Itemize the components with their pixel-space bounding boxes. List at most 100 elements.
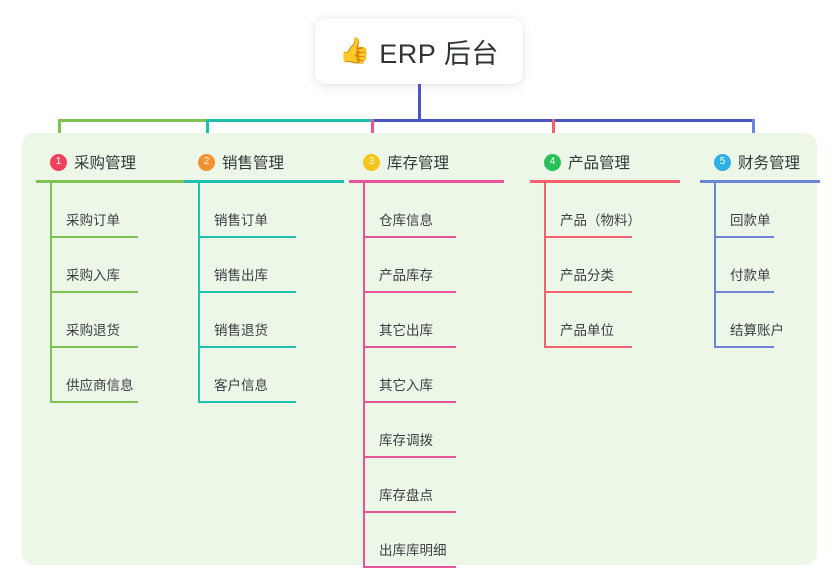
submodule-item[interactable]: 客户信息: [184, 348, 344, 403]
submodule-item[interactable]: 其它入库: [349, 348, 504, 403]
submodule-rule: [198, 236, 296, 238]
submodule-label: 其它入库: [379, 378, 433, 393]
submodule-label: 采购入库: [66, 268, 120, 283]
submodule-item[interactable]: 供应商信息: [36, 348, 186, 403]
module-header-rule: [349, 180, 504, 183]
submodule-list: 产品（物料） 产品分类产品单位: [530, 183, 680, 348]
submodule-label: 销售订单: [214, 213, 268, 228]
submodule-item[interactable]: 采购订单: [36, 183, 186, 238]
submodule-label: 仓库信息: [379, 213, 433, 228]
submodule-list: 仓库信息产品库存其它出库其它入库库存调拨库存盘点出库库明细: [349, 183, 504, 568]
submodule-label: 库存盘点: [379, 488, 433, 503]
submodule-label: 客户信息: [214, 378, 268, 393]
submodule-label: 产品单位: [560, 323, 614, 338]
module-spine: [198, 183, 200, 403]
module-header-3[interactable]: 3 库存管理: [349, 147, 504, 177]
submodule-item[interactable]: 回款单: [700, 183, 820, 238]
submodule-label: 采购退货: [66, 323, 120, 338]
thumbs-up-icon: 👍: [339, 36, 371, 65]
submodule-rule: [50, 291, 138, 293]
page-title: ERP 后台: [379, 38, 499, 69]
submodule-label: 产品库存: [379, 268, 433, 283]
module-header-rule: [700, 180, 820, 183]
submodule-rule: [714, 236, 774, 238]
module-column-3: 3 库存管理仓库信息产品库存其它出库其它入库库存调拨库存盘点出库库明细: [349, 147, 504, 568]
submodule-item[interactable]: 产品分类: [530, 238, 680, 293]
submodule-rule: [544, 236, 632, 238]
submodule-list: 回款单付款单结算账户: [700, 183, 820, 348]
submodule-rule: [544, 346, 632, 348]
module-number-badge: 3: [363, 153, 380, 171]
submodule-label: 付款单: [730, 268, 771, 283]
submodule-rule: [363, 346, 456, 348]
trunk-line: [418, 84, 421, 122]
submodule-item[interactable]: 库存盘点: [349, 458, 504, 513]
submodule-rule: [363, 401, 456, 403]
submodule-item[interactable]: 付款单: [700, 238, 820, 293]
submodule-item[interactable]: 库存调拨: [349, 403, 504, 458]
module-spine: [363, 183, 365, 568]
module-title: 产品管理: [568, 155, 631, 172]
submodule-label: 出库库明细: [379, 543, 447, 558]
module-title: 销售管理: [222, 155, 285, 172]
module-header-rule: [530, 180, 680, 183]
module-header-4[interactable]: 4 产品管理: [530, 147, 680, 177]
module-spine: [544, 183, 546, 348]
module-column-2: 2 销售管理销售订单销售出库销售退货客户信息: [184, 147, 344, 403]
submodule-label: 产品分类: [560, 268, 614, 283]
submodule-item[interactable]: 销售出库: [184, 238, 344, 293]
module-title: 采购管理: [74, 155, 137, 172]
submodule-item[interactable]: 出库库明细: [349, 513, 504, 568]
submodule-item[interactable]: 采购退货: [36, 293, 186, 348]
module-number-badge: 1: [50, 153, 67, 171]
submodule-label: 销售退货: [214, 323, 268, 338]
submodule-rule: [363, 291, 456, 293]
module-title: 财务管理: [738, 155, 801, 172]
bus-segment-3: [371, 119, 752, 122]
module-column-5: 5 财务管理回款单付款单结算账户: [700, 147, 820, 348]
bus-segment-2: [206, 119, 371, 122]
submodule-item[interactable]: 产品（物料）: [530, 183, 680, 238]
title-content: 👍 ERP 后台: [339, 32, 499, 71]
module-column-4: 4 产品管理产品（物料） 产品分类产品单位: [530, 147, 680, 348]
submodule-rule: [198, 401, 296, 403]
module-header-2[interactable]: 2 销售管理: [184, 147, 344, 177]
module-number-badge: 4: [544, 153, 561, 171]
submodule-rule: [50, 236, 138, 238]
module-spine: [50, 183, 52, 403]
submodule-item[interactable]: 仓库信息: [349, 183, 504, 238]
submodule-item[interactable]: 结算账户: [700, 293, 820, 348]
submodule-label: 产品（物料）: [560, 213, 641, 228]
module-number-badge: 5: [714, 153, 731, 171]
submodule-rule: [544, 291, 632, 293]
submodule-list: 销售订单销售出库销售退货客户信息: [184, 183, 344, 403]
diagram-title-card: 👍 ERP 后台: [315, 18, 523, 84]
submodule-label: 采购订单: [66, 213, 120, 228]
submodule-item[interactable]: 销售退货: [184, 293, 344, 348]
submodule-rule: [363, 566, 456, 568]
submodule-rule: [50, 401, 138, 403]
submodule-list: 采购订单采购入库采购退货供应商信息: [36, 183, 186, 403]
module-header-5[interactable]: 5 财务管理: [700, 147, 820, 177]
submodule-rule: [50, 346, 138, 348]
module-number-badge: 2: [198, 153, 215, 171]
submodule-rule: [198, 291, 296, 293]
module-spine: [714, 183, 716, 348]
submodule-rule: [363, 511, 456, 513]
module-title: 库存管理: [387, 155, 450, 172]
submodule-item[interactable]: 产品单位: [530, 293, 680, 348]
submodule-label: 供应商信息: [66, 378, 134, 393]
submodule-item[interactable]: 产品库存: [349, 238, 504, 293]
submodule-rule: [714, 291, 774, 293]
module-column-1: 1 采购管理采购订单采购入库采购退货供应商信息: [36, 147, 186, 403]
submodule-label: 库存调拨: [379, 433, 433, 448]
submodule-item[interactable]: 其它出库: [349, 293, 504, 348]
submodule-rule: [198, 346, 296, 348]
submodule-item[interactable]: 采购入库: [36, 238, 186, 293]
modules-panel: 1 采购管理采购订单采购入库采购退货供应商信息 2 销售管理销售订单销售出库销售退货客…: [22, 133, 820, 568]
submodule-item[interactable]: 销售订单: [184, 183, 344, 238]
module-header-rule: [184, 180, 344, 183]
module-header-rule: [36, 180, 186, 183]
module-header-1[interactable]: 1 采购管理: [36, 147, 186, 177]
